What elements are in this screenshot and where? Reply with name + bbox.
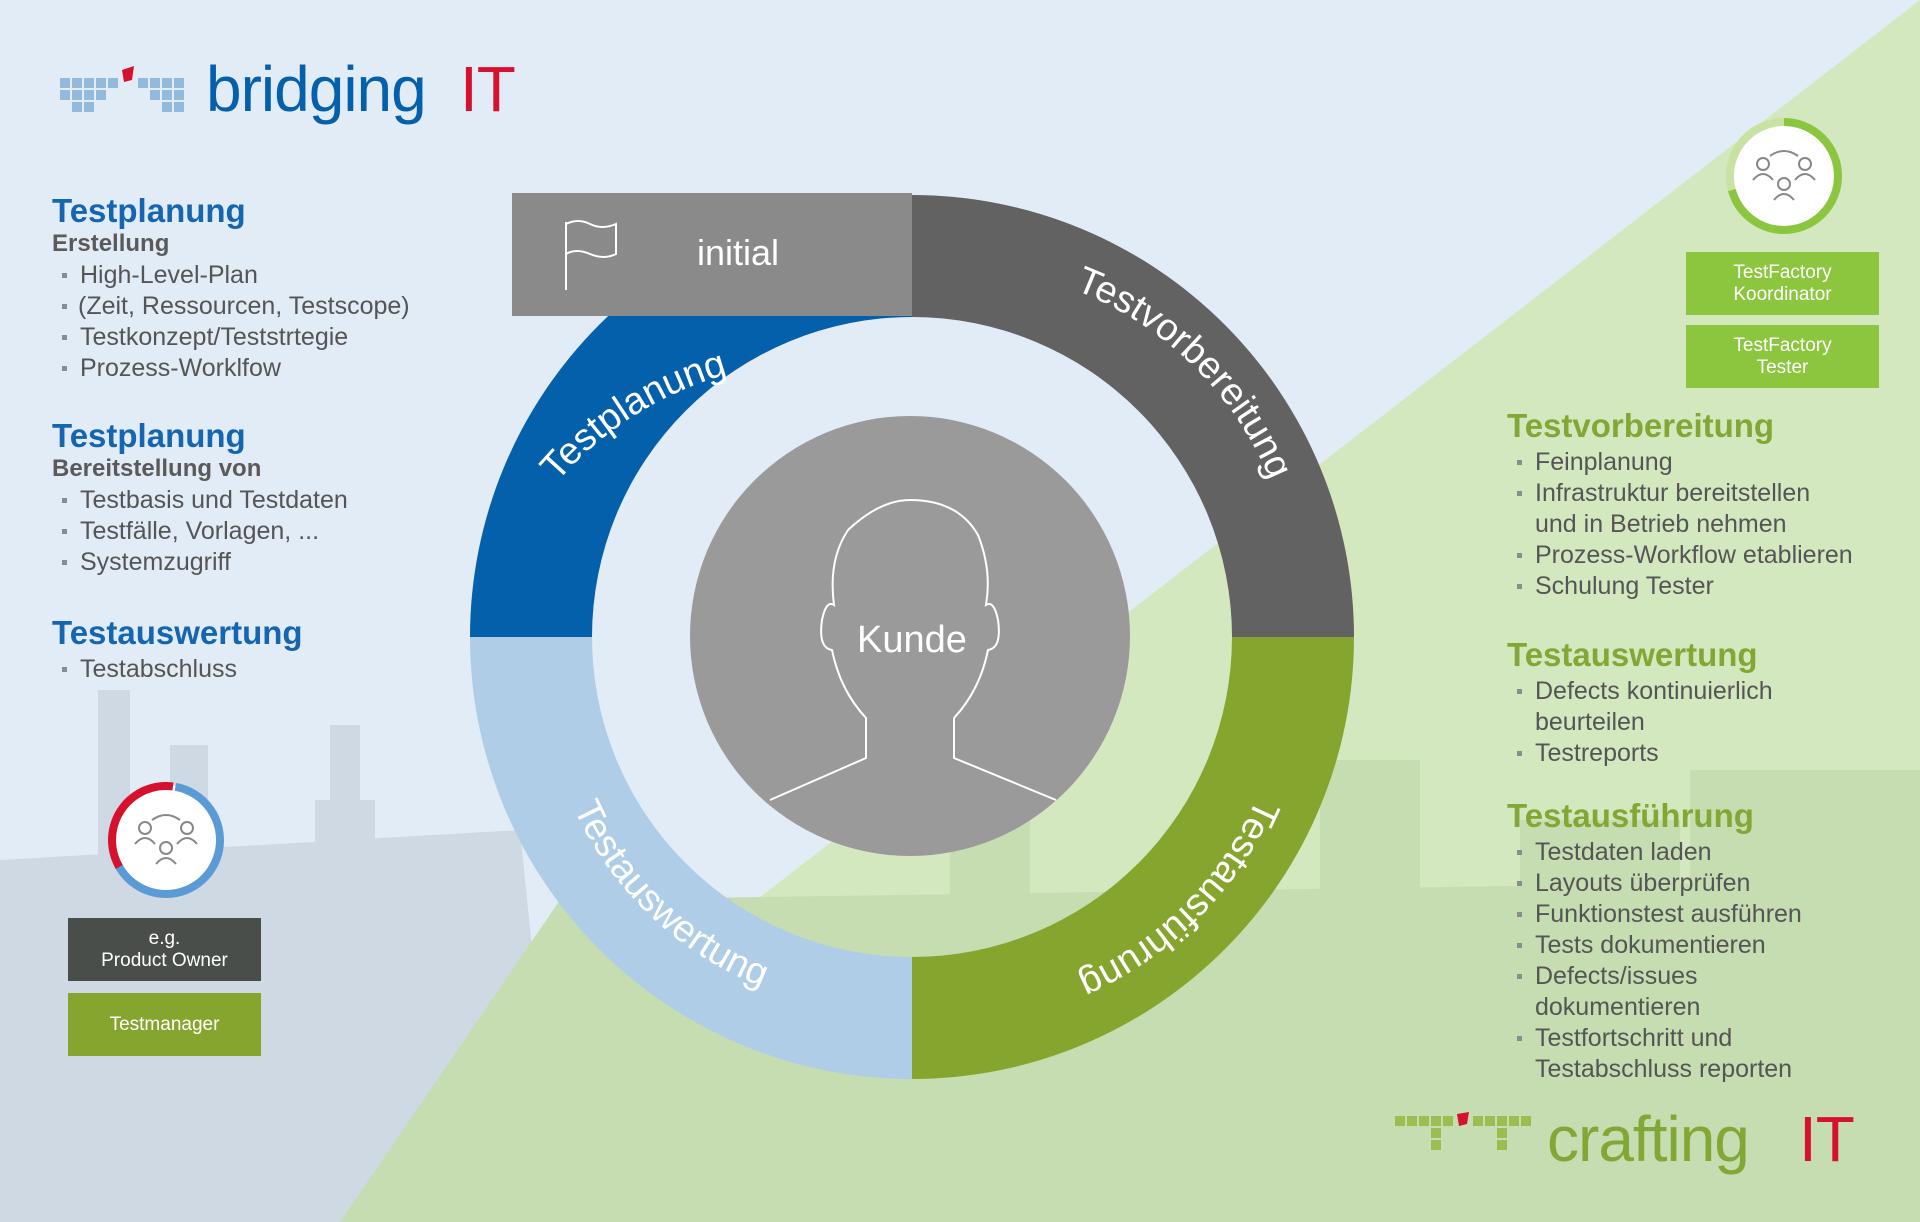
right-section-2: Testauswertung Defects kontinuierlich be… bbox=[1507, 636, 1773, 769]
list-item: Defects kontinuierlich bbox=[1507, 676, 1773, 707]
list-item: Defects/issues bbox=[1507, 961, 1802, 992]
segment-testvorbereitung bbox=[912, 195, 1354, 637]
segment-testauswertung bbox=[470, 637, 912, 1079]
team-icon-right bbox=[1726, 118, 1842, 234]
segment-testausfuehrung bbox=[912, 637, 1354, 1079]
list-item: Systemzugriff bbox=[52, 547, 348, 578]
section-title: Testauswertung bbox=[52, 614, 303, 651]
list-item: dokumentieren bbox=[1535, 993, 1701, 1021]
section-title: Testplanung bbox=[52, 192, 246, 229]
list-item: Funktionstest ausführen bbox=[1507, 899, 1802, 930]
customer-circle bbox=[690, 416, 1130, 856]
bullet-list: Feinplanung Infrastruktur bereitstellen … bbox=[1507, 447, 1853, 602]
right-section-1: Testvorbereitung Feinplanung Infrastrukt… bbox=[1507, 407, 1853, 602]
role-testfactory-tester: TestFactory Tester bbox=[1686, 325, 1879, 388]
list-item: Testkonzept/Teststrtegie bbox=[52, 322, 410, 353]
list-item: Prozess-Worklfow bbox=[52, 353, 410, 384]
list-item: beurteilen bbox=[1535, 708, 1645, 736]
left-section-1: Testplanung Erstellung High-Level-Plan (… bbox=[52, 192, 410, 384]
initial-label: initial bbox=[697, 232, 779, 273]
left-section-3: Testauswertung Testabschluss bbox=[52, 614, 303, 685]
flag-icon bbox=[565, 220, 617, 290]
role-product-owner: e.g. Product Owner bbox=[68, 918, 261, 981]
bridging-logo-mark-icon bbox=[60, 66, 184, 112]
list-item: Layouts überprüfen bbox=[1507, 868, 1802, 899]
section-subtitle: Erstellung bbox=[52, 230, 170, 257]
list-item: (Zeit, Ressourcen, Testscope) bbox=[52, 291, 410, 322]
role-testfactory-koordinator: TestFactory Koordinator bbox=[1686, 252, 1879, 315]
initial-bar bbox=[512, 193, 912, 316]
logo-word-bridging: bridging bbox=[206, 53, 427, 125]
bullet-list: Defects kontinuierlich beurteilen Testre… bbox=[1507, 676, 1773, 769]
right-section-3: Testausführung Testdaten laden Layouts ü… bbox=[1507, 797, 1802, 1085]
section-subtitle: Bereitstellung von bbox=[52, 455, 262, 482]
section-title: Testplanung bbox=[52, 417, 246, 454]
list-item: Testbasis und Testdaten bbox=[52, 485, 348, 516]
section-title: Testauswertung bbox=[1507, 636, 1758, 673]
list-item: Testabschluss reporten bbox=[1535, 1055, 1793, 1083]
list-item: Testfälle, Vorlagen, ... bbox=[52, 516, 348, 547]
customer-label: Kunde bbox=[857, 619, 967, 661]
list-item: Schulung Tester bbox=[1507, 571, 1853, 602]
list-item: Testreports bbox=[1507, 738, 1773, 769]
logo-word-it: IT bbox=[1799, 1103, 1855, 1175]
crafting-it-logo: crafting IT bbox=[1395, 1100, 1875, 1180]
logo-word-it: IT bbox=[460, 53, 516, 125]
bullet-list: Testdaten laden Layouts überprüfen Funkt… bbox=[1507, 837, 1802, 1085]
bullet-list: Testabschluss bbox=[52, 654, 303, 685]
crafting-logo-mark-icon bbox=[1395, 1112, 1531, 1150]
list-item: Testfortschritt und bbox=[1507, 1023, 1802, 1054]
list-item: Tests dokumentieren bbox=[1507, 930, 1802, 961]
section-title: Testvorbereitung bbox=[1507, 407, 1775, 444]
logo-word-crafting: crafting bbox=[1547, 1103, 1750, 1175]
list-item: Prozess-Workflow etablieren bbox=[1507, 540, 1853, 571]
list-item: Testabschluss bbox=[52, 654, 303, 685]
section-title: Testausführung bbox=[1507, 797, 1754, 834]
list-item: Infrastruktur bereitstellen bbox=[1507, 478, 1853, 509]
bullet-list: High-Level-Plan (Zeit, Ressourcen, Tests… bbox=[52, 260, 410, 384]
list-item: Testdaten laden bbox=[1507, 837, 1802, 868]
list-item: und in Betrieb nehmen bbox=[1535, 510, 1787, 538]
bullet-list: Testbasis und Testdaten Testfälle, Vorla… bbox=[52, 485, 348, 578]
bridging-it-logo: bridging IT bbox=[60, 53, 530, 128]
left-section-2: Testplanung Bereitstellung von Testbasis… bbox=[52, 417, 348, 578]
role-testmanager: Testmanager bbox=[68, 993, 261, 1056]
person-silhouette-icon bbox=[769, 498, 1057, 801]
list-item: High-Level-Plan bbox=[52, 260, 410, 291]
team-icon bbox=[108, 782, 224, 898]
list-item: Feinplanung bbox=[1507, 447, 1853, 478]
